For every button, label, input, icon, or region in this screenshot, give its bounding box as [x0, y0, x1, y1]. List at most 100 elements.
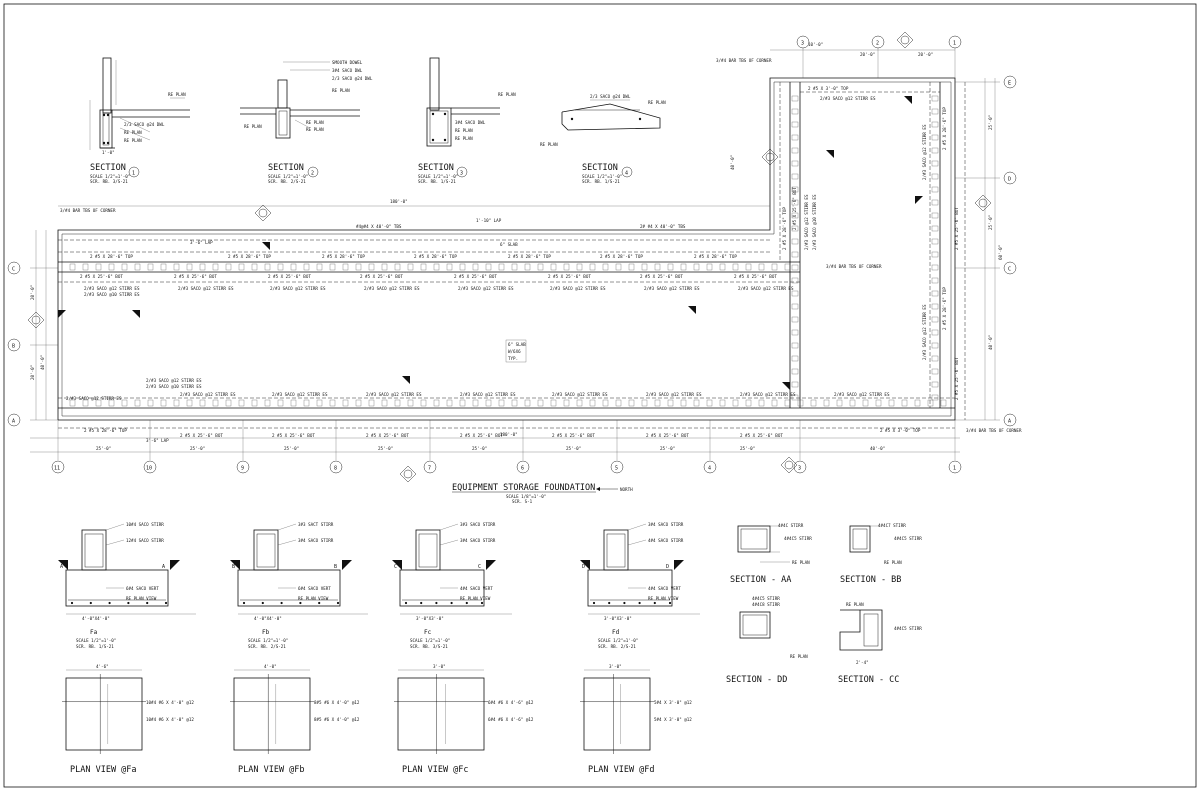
section-4-stirr: 2/3 SACO @24 DWL [590, 94, 631, 99]
section-bb-n2: 4#4C5 STIRR [894, 536, 922, 541]
stirrups-b1: 2/#3 SACO @12 STIRR ES [146, 378, 202, 383]
pier-mark [459, 263, 466, 271]
grid-label-side: C [1008, 267, 1011, 273]
footing-bars: 3#4 SACO STIRR [648, 522, 684, 527]
pier-mark [121, 399, 128, 407]
section-bb-n3: RE PLAN [884, 560, 902, 565]
section-cc-n1: RE PLAN [846, 602, 864, 607]
pier-mark [680, 263, 687, 271]
pier-mark [791, 277, 799, 284]
grid-label: 4 [708, 466, 711, 472]
pier-mark [342, 399, 349, 407]
grid-bubble-9: 9 [236, 420, 250, 474]
footing-ref: SCR. RB. 2/S-21 [248, 644, 286, 649]
slab-label-2: W/6X6 [508, 349, 521, 354]
section-aa-n3: RE PLAN [792, 560, 810, 565]
stirrups-8: 2/#3 SACO @12 STIRR ES [644, 286, 700, 291]
pier-mark [160, 399, 167, 407]
pier-mark [420, 263, 427, 271]
pier-mark [791, 108, 799, 115]
pier-mark [641, 263, 648, 271]
section-dd-n1: 4#4C5 STIRR [752, 596, 780, 601]
pier-mark [498, 263, 505, 271]
plan-view-label: PLAN VIEW @Fa [70, 765, 137, 775]
pier-mark [931, 316, 939, 323]
plan-view-dim: 3'-0" [609, 664, 622, 669]
footing-bars: 4#4 SACO STIRR [648, 538, 684, 543]
pier-mark [147, 263, 154, 271]
pier-mark [238, 399, 245, 407]
pier-mark [628, 263, 635, 271]
pier-mark [472, 263, 479, 271]
pier-mark [931, 121, 939, 128]
stirrups-b11: 2/#3 SACO @12 STIRR ES [66, 396, 122, 401]
section-dd: 4#4C5 STIRR 4#4C8 STIRR RE PLAN SECTION … [726, 596, 808, 685]
footing-bars: 12#4 SACO STIRR [126, 538, 164, 543]
section-2-replan-3: RE PLAN [306, 127, 324, 132]
grid-label-side: D [1008, 177, 1011, 183]
grid-label-side: C [12, 267, 15, 273]
stirrups-b2: 2/#3 SACO @10 STIRR ES [146, 384, 202, 389]
plan-title: EQUIPMENT STORAGE FOUNDATION [452, 483, 595, 493]
pier-mark [121, 263, 128, 271]
pier-mark [524, 263, 531, 271]
pier-mark [810, 399, 817, 407]
pier-mark [368, 399, 375, 407]
plan-view-bars: 8#5 #6 X 4'-0" @12 [314, 717, 360, 722]
pier-mark [732, 399, 739, 407]
footing-bars: 6#4 SACO VERT [298, 586, 331, 591]
overall-width: 180'-0" [390, 199, 408, 204]
grid-bubble-3: 3 [793, 420, 807, 474]
pier-mark [641, 399, 648, 407]
pier-mark [791, 121, 799, 128]
pier-mark [931, 251, 939, 258]
footing-scale: SCALE 1/2"=1'-0" [598, 638, 638, 643]
bars-low-6: 2 #5 X 25'-6" BOT [552, 433, 595, 438]
footing-bars: 3#3 SACO STIRR [460, 522, 496, 527]
stirrups-b3: 2/#3 SACO @12 STIRR ES [180, 392, 236, 397]
pier-mark [225, 263, 232, 271]
section-3: RE PLAN 3#4 SACO DWL RE PLAN RE PLAN SEC… [418, 57, 516, 184]
corner-note-right: 3/#4 BAR TBS OF CORNER [966, 428, 1022, 433]
section-3-replan-3: RE PLAN [455, 136, 473, 141]
corner-note-top: 3/#4 BAR TBS OF CORNER [716, 58, 772, 63]
plan-view-bars: 10#4 #6 X 4'-0" @12 [146, 700, 194, 705]
plan-view-fb: 4'-0"8#5 #6 X 4'-0" @128#5 #6 X 4'-0" @1… [230, 664, 360, 775]
pier-mark [537, 399, 544, 407]
section-2-replan-2: RE PLAN [306, 120, 324, 125]
pier-mark [563, 399, 570, 407]
section-marker-5 [27, 311, 45, 329]
footing-bars: 6#4 SACO VERT [126, 586, 159, 591]
footing-scale: SCALE 1/2"=1'-0" [248, 638, 288, 643]
pier-mark [511, 263, 518, 271]
plan-view-label: PLAN VIEW @Fc [402, 765, 469, 775]
pier-mark [931, 95, 939, 102]
pier-mark [407, 263, 414, 271]
pier-mark [771, 399, 778, 407]
stirrups-9: 2/#3 SACO @12 STIRR ES [738, 286, 794, 291]
plan-scale: SCALE 1/8"=1'-0" [506, 494, 546, 499]
bars-bot-3: 2 #5 X 25'-6" BOT [268, 274, 311, 279]
footing-mark: A [162, 564, 165, 570]
pier-mark [511, 399, 518, 407]
section-bb-n1: 4#4C7 STIRR [878, 523, 906, 528]
wing-stirr-1: 2/#3 SACO @12 STIRR ES [804, 194, 809, 250]
section-1-replan-3: RE PLAN [124, 138, 142, 143]
pier-mark [251, 263, 258, 271]
lap-note: 3'-6" LAP [190, 240, 213, 245]
grid-bubble-side-D: D [1003, 171, 1017, 185]
bars-bot-4: 2 #5 X 25'-6" BOT [360, 274, 403, 279]
wing-stirr-2: 2/#3 SACO @10 STIRR ES [812, 194, 817, 250]
pier-mark [719, 263, 726, 271]
section-2-dowel: 3#4 SACO DWL [332, 68, 363, 73]
section-marker-2 [399, 465, 417, 483]
pier-mark [862, 399, 869, 407]
dim-left-3: 40'-0" [40, 355, 45, 370]
bars-low-4: 2 #5 X 25'-6" BOT [366, 433, 409, 438]
grid-bubble-side-E: E [1003, 75, 1017, 89]
section-dd-n3: RE PLAN [790, 654, 808, 659]
bars-low-3: 2 #5 X 25'-6" BOT [272, 433, 315, 438]
footing-level: RE PLAN VIEW [648, 596, 679, 601]
wing-bars-3: 2 #5 X 28'-6" TOP [942, 107, 947, 150]
pier-mark [290, 399, 297, 407]
